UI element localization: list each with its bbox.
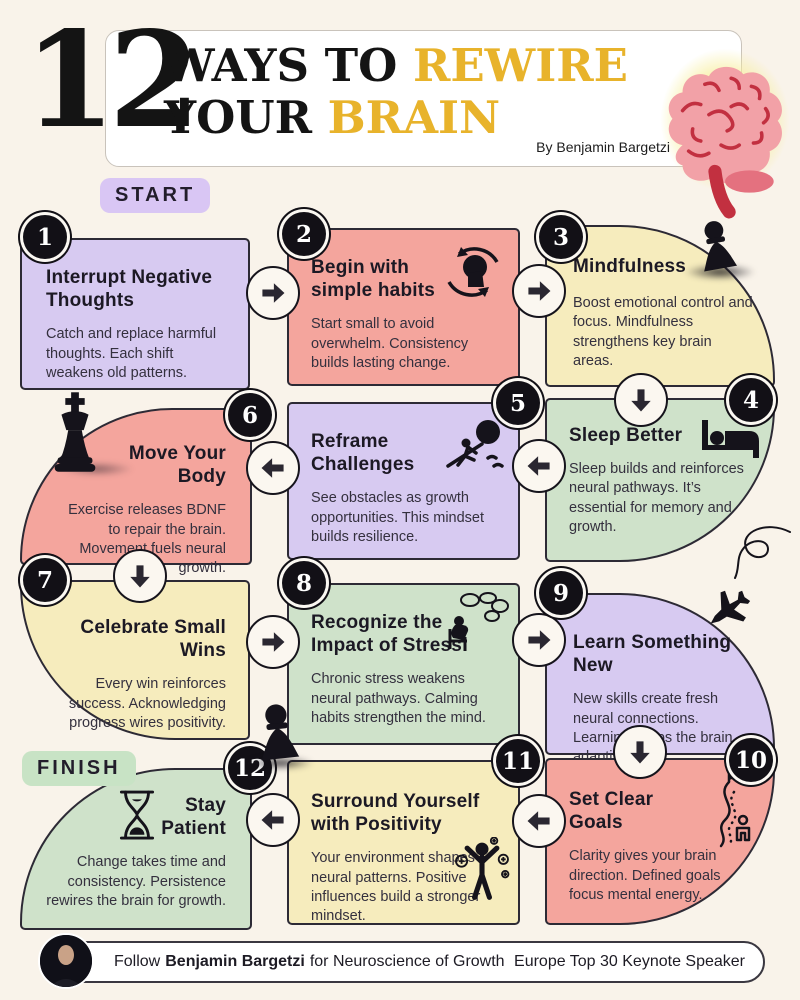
card-3-mindfulness: Mindfulness Boost emotional control and … — [545, 225, 775, 387]
step-number-badge: 1 — [23, 215, 67, 259]
card-title: Move Your Body — [128, 443, 226, 488]
card-body: Start small to avoid overwhelm. Consiste… — [311, 316, 469, 371]
card-5-reframe-challenges: Reframe Challenges See obstacles as grow… — [287, 402, 520, 560]
step-number-badge: 2 — [282, 212, 326, 256]
card-title: Learn Something New — [573, 632, 732, 677]
card-title: Stay Patient — [161, 795, 226, 840]
card-title: Mindfulness — [573, 256, 687, 277]
step-number-badge: 3 — [539, 215, 583, 259]
card-body: Sleep builds and reinforces neural pathw… — [569, 461, 744, 536]
card-12-stay-patient: Stay Patient Change takes time and consi… — [20, 768, 252, 930]
card-title: Sleep Better — [569, 425, 683, 446]
step-number-badge: 6 — [228, 393, 272, 437]
positive-person-icon — [455, 837, 510, 900]
card-8-recognize-the-impact-of-stress: Recognize the Impact of Stress Chronic s… — [287, 583, 520, 745]
byline: By Benjamin Bargetzi — [536, 139, 670, 155]
card-body: Change takes time and consistency. Persi… — [46, 854, 226, 909]
card-10-set-clear-goals: Set Clear Goals Clarity gives your brain… — [545, 758, 775, 925]
arrow-left-icon — [246, 793, 300, 847]
card-title: Celebrate Small Wins — [80, 617, 226, 662]
arrow-right-icon — [246, 266, 300, 320]
arrow-down-icon — [113, 549, 167, 603]
step-number-badge: 10 — [729, 738, 773, 782]
page-title: WAYS TO REWIRE YOUR BRAIN — [164, 39, 628, 145]
brain-icon — [668, 66, 782, 219]
stressed-person-icon — [448, 592, 509, 651]
avatar — [38, 933, 94, 989]
start-badge: START — [100, 178, 211, 213]
habit-loop-icon — [447, 247, 499, 297]
step-number-badge: 11 — [496, 739, 540, 783]
card-body: Chronic stress weakens neural pathways. … — [311, 671, 486, 726]
title-black-2: YOUR — [164, 91, 312, 145]
chess-king-icon — [54, 392, 96, 472]
footer-credential-text: Europe Top 30 Keynote Speaker — [514, 953, 745, 970]
footer-bar: Follow Benjamin Bargetzi for Neuroscienc… — [50, 941, 765, 983]
hourglass-icon — [119, 790, 155, 840]
card-body: Boost emotional control and focus. Mindf… — [573, 295, 753, 370]
pushing-boulder-icon — [446, 420, 504, 468]
arrow-right-icon — [246, 615, 300, 669]
arrow-left-icon — [512, 794, 566, 848]
chess-pawn-icon — [704, 221, 738, 272]
arrow-down-icon — [614, 373, 668, 427]
author-name: Benjamin Bargetzi — [165, 953, 305, 970]
title-gold-2: BRAIN — [327, 91, 501, 145]
goal-path-icon — [719, 772, 751, 848]
step-number-badge: 7 — [23, 558, 67, 602]
arrow-right-icon — [512, 613, 566, 667]
card-body: Clarity gives your brain direction. Defi… — [569, 848, 721, 903]
card-2-begin-with-simple-habits: Begin with simple habits Start small to … — [287, 228, 520, 386]
arrow-left-icon — [512, 439, 566, 493]
step-number-badge: 4 — [729, 378, 773, 422]
big-number: 12 — [24, 3, 201, 158]
follow-prefix: Follow — [114, 953, 161, 970]
avatar-portrait — [40, 935, 92, 987]
card-11-surround-yourself-with-positivity: Surround Yourself with Positivity Your e… — [287, 760, 520, 925]
footer-follow-text: Follow Benjamin Bargetzi for Neuroscienc… — [114, 953, 505, 971]
arrow-left-icon — [246, 441, 300, 495]
airplane-with-trail-icon — [710, 526, 791, 624]
arrow-right-icon — [512, 264, 566, 318]
card-body: Catch and replace harmful thoughts. Each… — [46, 326, 217, 381]
card-body: Your environment shapes neural patterns.… — [311, 850, 481, 925]
title-black-1: WAYS TO — [164, 39, 398, 92]
card-title: Interrupt Negative Thoughts — [46, 267, 213, 312]
step-number-badge: 8 — [282, 561, 326, 605]
card-body: New skills create fresh neural connectio… — [573, 691, 733, 765]
card-title: Begin with simple habits — [311, 257, 436, 302]
arrow-down-icon — [613, 725, 667, 779]
step-number-badge: 5 — [496, 381, 540, 425]
pawn-shadow — [684, 264, 756, 280]
step-number-badge: 9 — [539, 571, 583, 615]
card-body: Exercise releases BDNF to repair the bra… — [68, 502, 226, 577]
card-title: Reframe Challenges — [311, 431, 415, 476]
title-gold-1: REWIRE — [412, 39, 628, 92]
card-7-celebrate-small-wins: Celebrate Small Wins Every win reinforce… — [20, 580, 250, 740]
card-1-interrupt-negative-thoughts: Interrupt Negative Thoughts Catch and re… — [20, 238, 250, 390]
chess-pawn-icon — [261, 704, 300, 761]
follow-suffix: for Neuroscience of Growth — [309, 953, 505, 970]
card-title: Set Clear Goals — [569, 789, 654, 834]
card-body: See obstacles as growth opportunities. T… — [311, 490, 485, 545]
card-title: Surround Yourself with Positivity — [311, 791, 480, 836]
sleeping-bed-icon — [702, 420, 759, 458]
finish-badge: FINISH — [22, 751, 136, 786]
card-body: Every win reinforces success. Acknowledg… — [68, 676, 226, 731]
card-title: Recognize the Impact of Stress — [311, 612, 463, 657]
